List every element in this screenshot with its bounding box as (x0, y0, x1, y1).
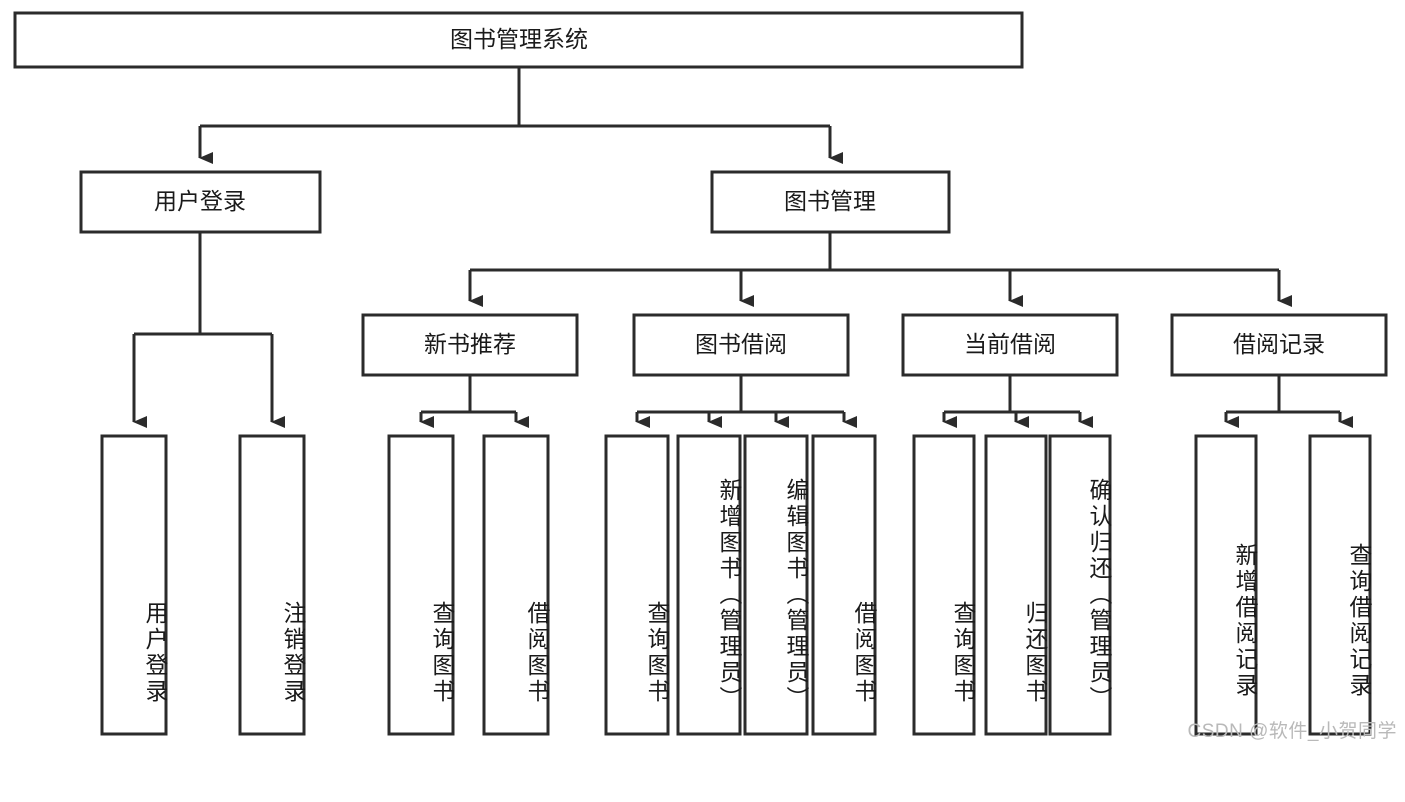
node-bb-add-book-box[interactable] (676, 434, 742, 736)
node-book-manage-box[interactable] (710, 170, 951, 234)
node-user-login-login-box[interactable] (100, 434, 168, 736)
node-new-book-recommend-label: 新书推荐 (424, 331, 516, 357)
node-current-borrow-label: 当前借阅 (964, 331, 1056, 357)
node-book-borrow-box[interactable] (632, 313, 850, 377)
node-user-login-logout-box[interactable] (238, 434, 306, 736)
node-book-manage-label: 图书管理 (784, 188, 876, 214)
node-root-box[interactable] (13, 11, 1024, 69)
node-cb-confirm-return-box[interactable] (1048, 434, 1112, 736)
node-borrow-record-box[interactable] (1170, 313, 1388, 377)
node-book-borrow-label: 图书借阅 (695, 331, 787, 357)
node-nbr-query-book-box[interactable] (387, 434, 455, 736)
diagram-canvas: 图书管理系统 用户登录 图书管理 新书推荐 图书借阅 当前借阅 借阅记录 (13, 11, 1388, 736)
node-br-query-record-box[interactable] (1308, 434, 1372, 736)
node-nbr-borrow-book-box[interactable] (482, 434, 550, 736)
csdn-watermark: CSDN @软件_小贺同学 (1187, 721, 1397, 742)
node-cb-return-book-box[interactable] (984, 434, 1048, 736)
node-bb-query-book-box[interactable] (604, 434, 670, 736)
node-root-label: 图书管理系统 (450, 26, 588, 52)
node-cb-query-book-box[interactable] (912, 434, 976, 736)
functional-structure-diagram: 图书管理系统 用户登录 图书管理 新书推荐 图书借阅 当前借阅 借阅记录 (13, 11, 1397, 742)
node-box-layer: 图书管理系统 用户登录 图书管理 新书推荐 图书借阅 当前借阅 借阅记录 (13, 11, 1388, 736)
node-borrow-record-label: 借阅记录 (1233, 331, 1325, 357)
node-user-login-label: 用户登录 (154, 188, 246, 214)
connector-layer (132, 67, 1353, 428)
node-br-add-record-box[interactable] (1194, 434, 1258, 736)
node-bb-edit-book-box[interactable] (743, 434, 809, 736)
node-new-book-recommend-box[interactable] (361, 313, 579, 377)
node-current-borrow-box[interactable] (901, 313, 1119, 377)
node-bb-borrow-book-box[interactable] (811, 434, 877, 736)
node-user-login-box[interactable] (79, 170, 322, 234)
